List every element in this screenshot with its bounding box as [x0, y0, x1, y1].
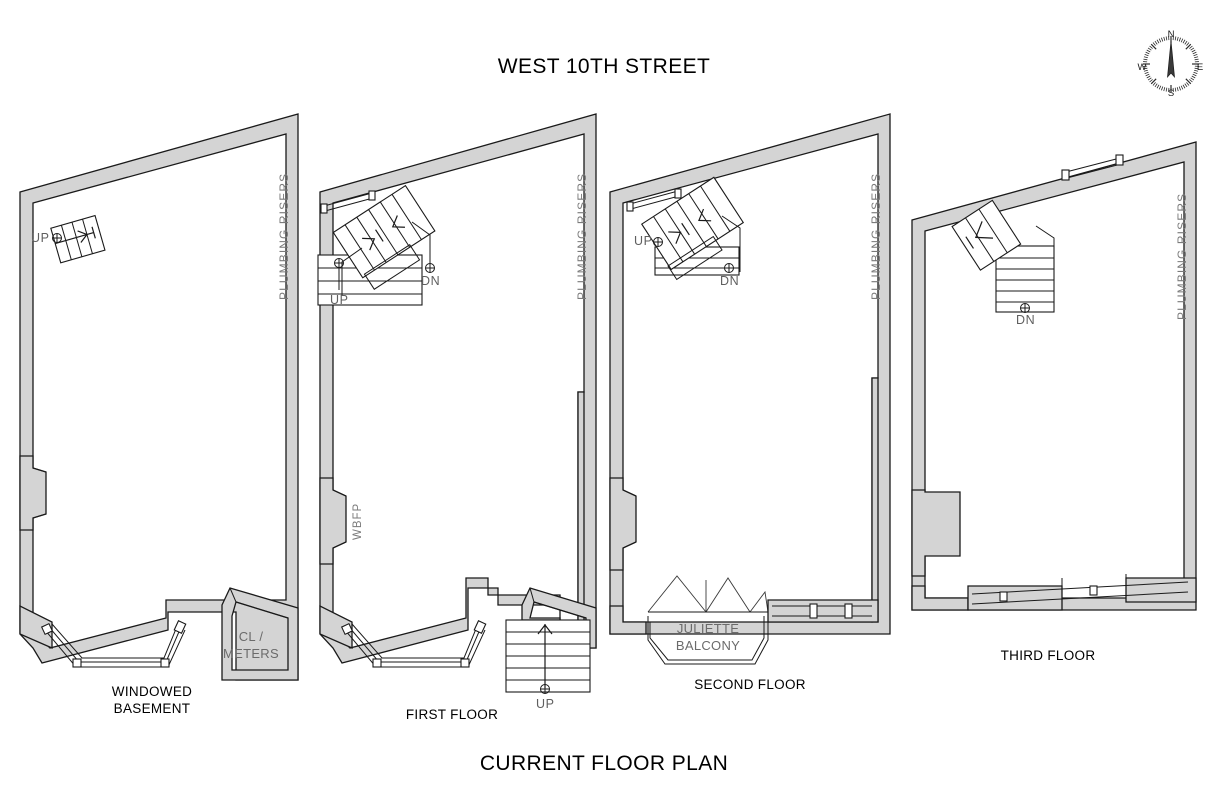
- first-floor-wbfp-outline: [332, 489, 347, 549]
- street-title: WEST 10TH STREET: [497, 55, 711, 78]
- second-floor-rear-windows: [767, 599, 879, 623]
- first-floor-fireplace-alcove: [319, 477, 347, 565]
- first-floor-stoop-stair-up-label: UP: [536, 697, 555, 711]
- sheet-title: CURRENT FLOOR PLAN: [479, 752, 729, 775]
- third-floor-interior-stair: [951, 199, 1055, 313]
- first-floor-stoop-stair: [505, 619, 591, 694]
- compass-east-label: E: [1197, 62, 1203, 73]
- basement-bay-window: [40, 620, 187, 668]
- first-floor-front-window: [320, 190, 376, 214]
- third-floor-chimney-outline: [925, 491, 961, 557]
- basement-alcove-outline: [32, 467, 47, 519]
- basement-stair-up-label: UP: [31, 231, 50, 245]
- second-floor-exterior-walls: [609, 113, 891, 635]
- compass-south-label: S: [1168, 88, 1174, 99]
- plan-second-floor: [609, 113, 891, 665]
- basement-fireplace-alcove: [19, 455, 47, 531]
- second-floor-juliette-balcony-label: JULIETTE BALCONY: [675, 621, 741, 653]
- third-floor-rear-windows: [967, 574, 1197, 611]
- second-floor-fireplace-alcove: [609, 477, 637, 571]
- basement-plumbing-risers-label: PLUMBING RISERS: [277, 172, 291, 300]
- second-floor-juliette-balcony: [647, 575, 769, 665]
- second-floor-interior-stair: [640, 176, 745, 281]
- first-floor-left-wall-jog: [319, 604, 353, 649]
- compass-west-label: W: [1138, 62, 1147, 73]
- plan-third-floor: [911, 141, 1197, 611]
- first-floor-right-wall-jog: [577, 391, 585, 637]
- first-floor-stair-dn-label: DN: [421, 274, 441, 288]
- first-floor-label: FIRST FLOOR: [405, 707, 499, 722]
- first-floor-interior-stair: [317, 184, 436, 306]
- second-floor-label: SECOND FLOOR: [694, 677, 806, 692]
- second-floor-stair-up-label: UP: [634, 234, 653, 248]
- third-floor-front-window: [1061, 154, 1124, 181]
- plan-first-floor: [317, 113, 597, 694]
- second-floor-plumbing-risers-label: PLUMBING RISERS: [869, 172, 883, 300]
- basement-cl-meters-label: CL / METERS: [223, 629, 279, 661]
- first-floor-stair-up-label: UP: [330, 293, 349, 307]
- second-floor-left-wall-jog: [609, 605, 647, 635]
- compass-needle: [1167, 40, 1175, 79]
- basement-floor-label: WINDOWED BASEMENT: [111, 684, 193, 716]
- basement-cl-meters-closet: [221, 587, 299, 681]
- second-floor-stair-dn-label: DN: [720, 274, 740, 288]
- compass-rose: N S W E: [1138, 29, 1204, 99]
- basement-stair-up: [50, 214, 106, 264]
- first-floor-wbfp-label: WBFP: [352, 502, 364, 540]
- compass-ticks: [1143, 36, 1199, 92]
- third-floor-label: THIRD FLOOR: [1000, 648, 1096, 663]
- first-floor-bay-window: [340, 620, 487, 668]
- third-floor-stair-dn-label: DN: [1016, 313, 1036, 327]
- second-floor-right-wall-jog: [871, 377, 879, 623]
- plan-basement: [19, 113, 299, 681]
- third-floor-plumbing-risers-label: PLUMBING RISERS: [1175, 192, 1189, 320]
- first-floor-plumbing-risers-label: PLUMBING RISERS: [575, 172, 589, 300]
- third-floor-left-wall-jog: [911, 585, 969, 611]
- basement-left-wall-jog: [19, 604, 53, 649]
- compass-north-label: N: [1168, 29, 1175, 40]
- third-floor-chimney-block: [911, 489, 961, 577]
- second-floor-front-window: [626, 188, 682, 212]
- second-floor-alcove-outline: [622, 489, 637, 549]
